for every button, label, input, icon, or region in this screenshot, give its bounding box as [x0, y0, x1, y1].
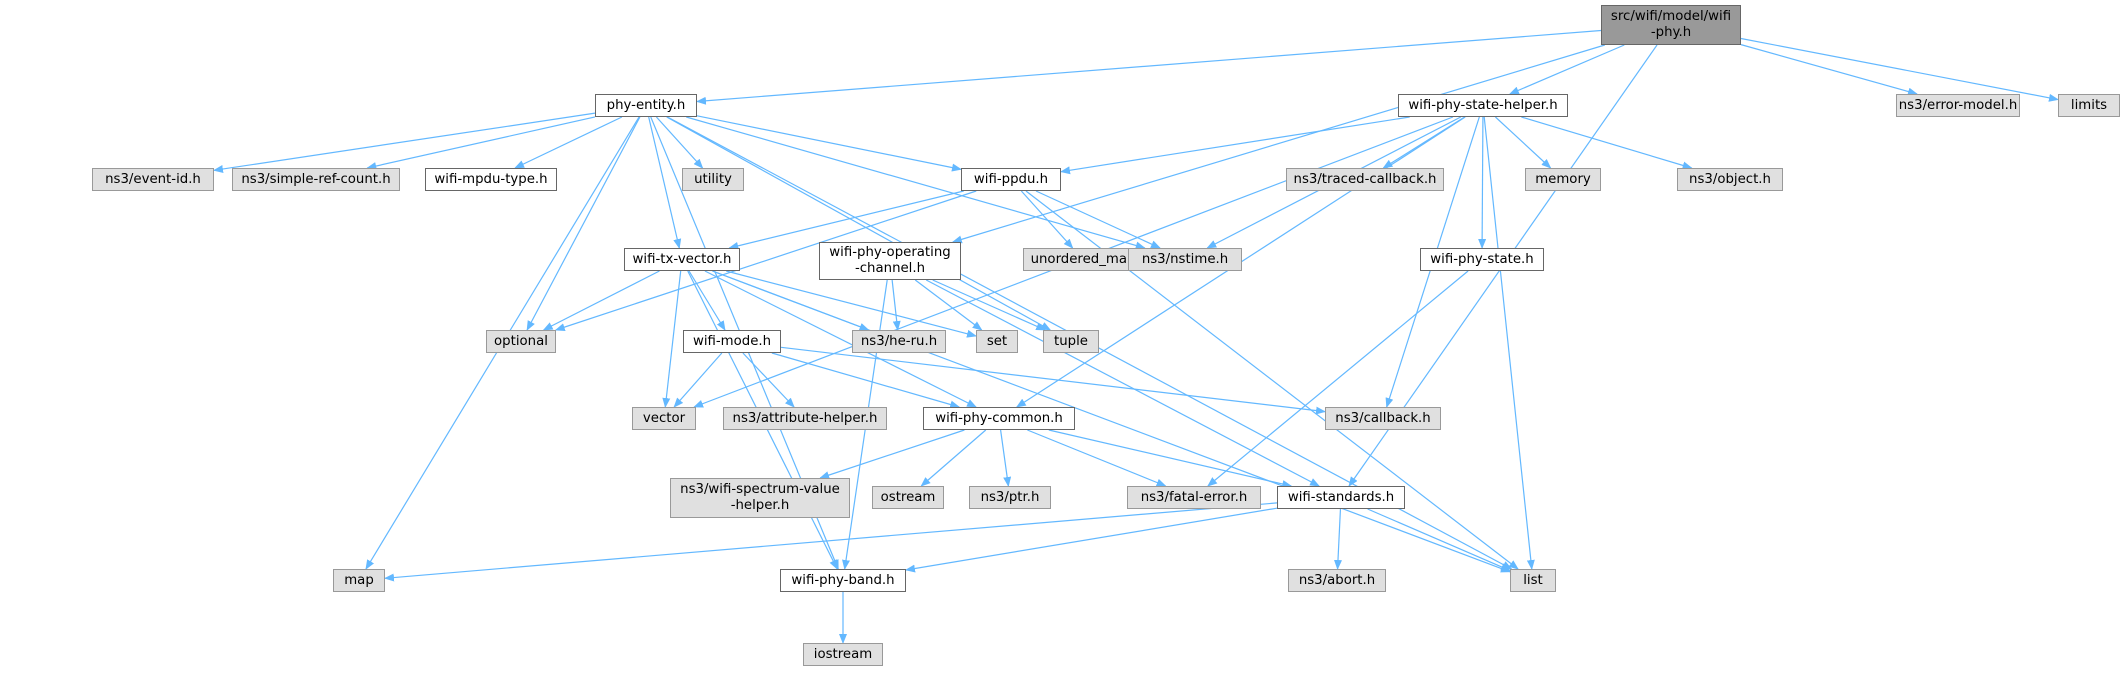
node-ns3-simple-ref-count-h[interactable]: ns3/simple-ref-count.h [232, 168, 400, 191]
node-vector[interactable]: vector [632, 407, 696, 430]
edge-wifi_tx_vector-to-wifi_mode [688, 270, 726, 331]
edge-wifi_ppdu-to-unordered_map [1020, 190, 1074, 249]
edge-wifi_standards-to-list [1367, 508, 1511, 572]
edge-wifi_mode-to-vector [673, 352, 723, 408]
edge-wifi_tx_vector-to-list [712, 270, 1511, 573]
node-optional[interactable]: optional [486, 330, 556, 353]
edge-wifi_phy_state_helper-to-object [1521, 116, 1693, 170]
edge-wifi_standards-to-map [384, 502, 1278, 582]
node-limits[interactable]: limits [2058, 94, 2120, 117]
node-unordered-map[interactable]: unordered_map [1023, 248, 1143, 271]
edge-wifi_phy_common-to-wifi_standards [1048, 429, 1293, 488]
node-set[interactable]: set [976, 330, 1018, 353]
edge-phy_entity-to-wifi_ppdu [696, 115, 962, 172]
edge-root-to-limits [1740, 37, 2059, 102]
edge-phy_entity-to-tuple [666, 116, 1052, 331]
node-ns3-object-h[interactable]: ns3/object.h [1677, 168, 1783, 191]
node-phy-entity-h[interactable]: phy-entity.h [595, 94, 697, 117]
node-ns3-fatal-error-h[interactable]: ns3/fatal-error.h [1127, 486, 1261, 509]
edge-wifi_phy_operating_channel-to-wifi_standards [925, 279, 1320, 487]
edge-phy_entity-to-wifi_mpdu_type [514, 116, 623, 169]
edge-phy_entity-to-wifi_tx_vector [648, 116, 682, 249]
node-wifi-phy-band-h[interactable]: wifi-phy-band.h [780, 569, 906, 592]
node-ns3-wifi-spectrum-value-helper-h[interactable]: ns3/wifi-spectrum-value-helper.h [670, 478, 850, 518]
edge-wifi_phy_operating_channel-to-he_ru [891, 279, 901, 331]
edge-root-to-wifi_phy_state_helper [1508, 44, 1625, 95]
node-iostream[interactable]: iostream [803, 643, 883, 666]
node-wifi-tx-vector-h[interactable]: wifi-tx-vector.h [624, 248, 740, 271]
node-ostream[interactable]: ostream [872, 486, 944, 509]
node-ns3-error-model-h[interactable]: ns3/error-model.h [1896, 94, 2020, 117]
edge-wifi_phy_state_helper-to-wifi_phy_state [1478, 116, 1487, 249]
node-wifi-phy-common-h[interactable]: wifi-phy-common.h [923, 407, 1075, 430]
node-memory[interactable]: memory [1525, 168, 1601, 191]
node-wifi-phy-state-helper-h[interactable]: wifi-phy-state-helper.h [1398, 94, 1568, 117]
node-tuple[interactable]: tuple [1043, 330, 1099, 353]
edge-wifi_phy_state_helper-to-memory [1495, 116, 1552, 169]
edge-wifi_mode-to-wifi_phy_common [771, 352, 961, 409]
edge-wifi_phy_state-to-fatal_error [1207, 270, 1469, 487]
node-ns3-attribute-helper-h[interactable]: ns3/attribute-helper.h [723, 407, 887, 430]
edge-phy_entity-to-event_id [213, 112, 596, 173]
node-wifi-mode-h[interactable]: wifi-mode.h [683, 330, 781, 353]
edge-wifi_tx_vector-to-optional [542, 270, 660, 331]
node-ns3-nstime-h[interactable]: ns3/nstime.h [1128, 248, 1242, 271]
edge-phy_entity-to-simple_ref_count [366, 116, 596, 170]
edge-root-to-wifi_phy_operating_channel [951, 44, 1605, 244]
edge-wifi_phy_common-to-wifi_spectrum_value_helper [819, 429, 965, 479]
edge-wifi_standards-to-abort [1333, 508, 1342, 570]
node-ns3-he-ru-h[interactable]: ns3/he-ru.h [852, 330, 946, 353]
node-ns3-abort-h[interactable]: ns3/abort.h [1288, 569, 1386, 592]
edge-wifi_ppdu-to-wifi_tx_vector [728, 190, 964, 250]
edge-wifi_mode-to-attribute_helper [742, 352, 795, 408]
node-map[interactable]: map [333, 569, 385, 592]
edge-wifi_standards-to-wifi_phy_band [905, 507, 1278, 573]
node-wifi-ppdu-h[interactable]: wifi-ppdu.h [961, 168, 1061, 191]
edge-wifi_ppdu-to-nstime [1035, 190, 1161, 249]
edge-phy_entity-to-utility [655, 116, 704, 169]
node-ns3-traced-callback-h[interactable]: ns3/traced-callback.h [1286, 168, 1444, 191]
edge-wifi_tx_vector-to-wifi_phy_common [704, 270, 977, 408]
node-wifi-standards-h[interactable]: wifi-standards.h [1277, 486, 1405, 509]
edge-wifi_tx_vector-to-set [726, 270, 977, 338]
node-ns3-event-id-h[interactable]: ns3/event-id.h [92, 168, 214, 191]
edge-wifi_phy_common-to-ptr [1000, 429, 1012, 487]
edge-wifi_phy_state_helper-to-list [1483, 116, 1535, 570]
edge-wifi_mode-to-callback [780, 346, 1326, 415]
node-wifi-phy-state-h[interactable]: wifi-phy-state.h [1420, 248, 1544, 271]
node-wifi-phy-h[interactable]: src/wifi/model/wifi-phy.h [1601, 5, 1741, 45]
edge-wifi_phy_operating_channel-to-set [914, 279, 983, 331]
node-ns3-callback-h[interactable]: ns3/callback.h [1325, 407, 1441, 430]
edge-wifi_phy_state_helper-to-wifi_ppdu [1060, 116, 1410, 175]
edge-phy_entity-to-optional [526, 116, 641, 331]
node-wifi-mpdu-type-h[interactable]: wifi-mpdu-type.h [425, 168, 557, 191]
edge-root-to-phy_entity [696, 29, 1602, 105]
edge-wifi_phy_operating_channel-to-tuple [932, 279, 1047, 331]
edge-wifi_phy_common-to-fatal_error [1027, 429, 1167, 487]
edge-wifi_tx_vector-to-vector [662, 270, 682, 408]
edge-wifi_ppdu-to-optional [554, 190, 977, 331]
node-list[interactable]: list [1510, 569, 1556, 592]
node-wifi-phy-operating-channel-h[interactable]: wifi-phy-operating-channel.h [819, 242, 961, 280]
node-utility[interactable]: utility [682, 168, 744, 191]
edge-phy_entity-to-nstime [686, 116, 1146, 250]
edge-root-to-error_model [1740, 44, 1918, 96]
edge-wifi_phy_common-to-ostream [920, 429, 987, 487]
node-ns3-ptr-h[interactable]: ns3/ptr.h [969, 486, 1051, 509]
